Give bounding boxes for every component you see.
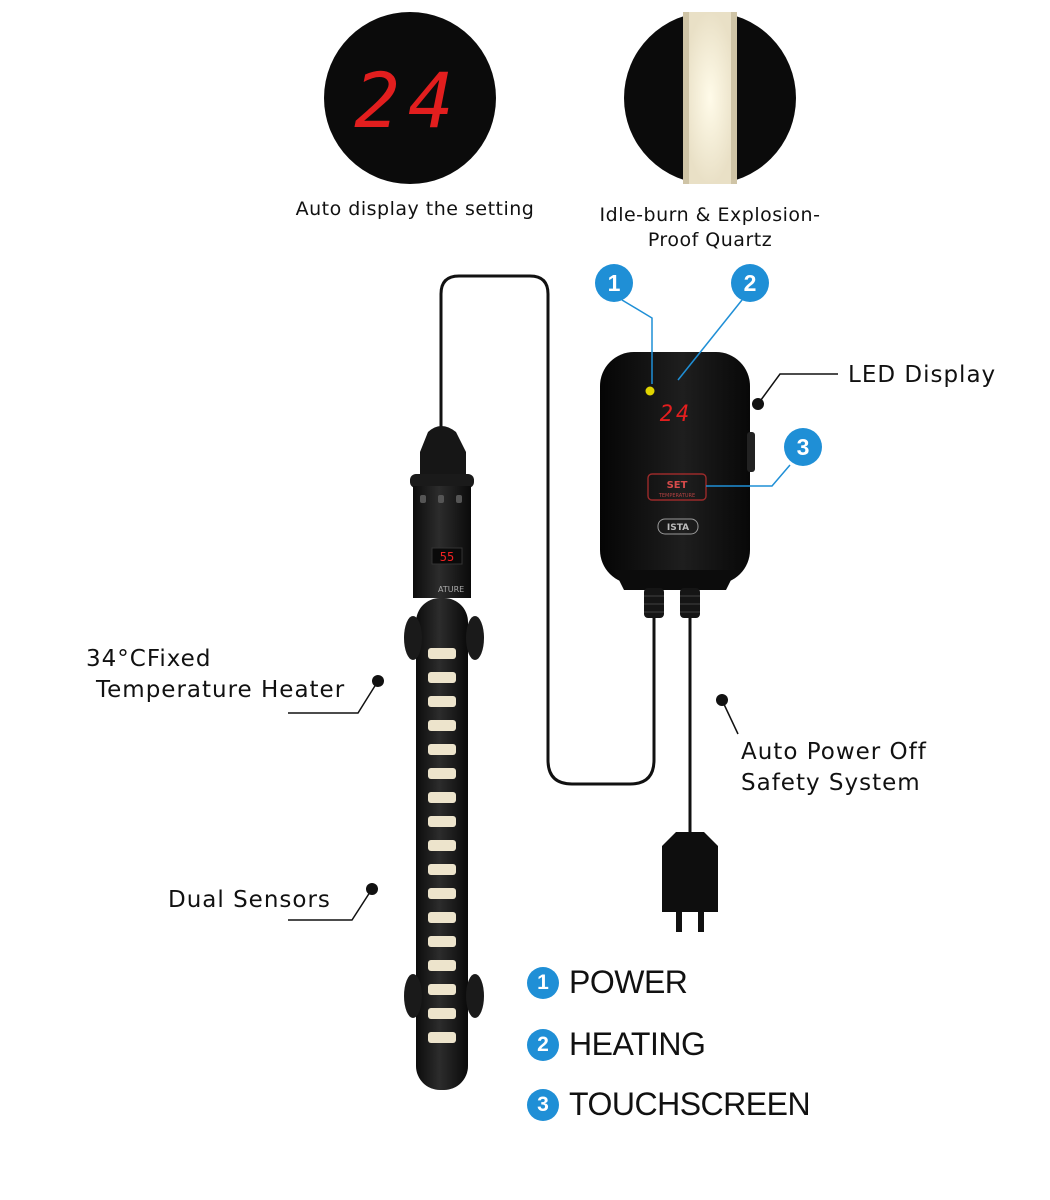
auto-power-off-label: Auto Power Off Safety System [741,737,927,799]
auto-power-off-dot [716,694,728,706]
dual-sensors-dot [366,883,378,895]
controller: 24 SET TEMPERATURE ISTA [600,352,755,618]
power-plug [662,832,718,932]
heater: 55 ATURE [404,426,484,1090]
fixed-heater-line1: 34°CFixed [86,646,212,672]
controller-display: 24 [660,402,693,427]
legend-item-power: 1 POWER [527,964,688,1001]
fixed-heater-leader [288,680,379,714]
dual-sensors-label: Dual Sensors [168,887,331,913]
heater-cord [439,274,656,786]
marker-2: 2 [731,264,769,302]
marker-3: 3 [784,428,822,466]
marker-1-leader [621,299,653,384]
legend-label: HEATING [569,1026,706,1062]
led-display-label: LED Display [848,362,997,388]
legend-item-touchscreen: 3 TOUCHSCREEN [527,1086,811,1123]
set-label: SET [667,480,688,491]
quartz-magnifier [624,12,796,184]
set-sublabel: TEMPERATURE [658,493,695,499]
marker-1: 1 [595,264,633,302]
led-display-dot [752,398,764,410]
marker-3-leader [706,464,791,487]
dual-sensors-leader [288,888,373,921]
auto-power-off-leader [721,699,739,735]
legend-label: POWER [569,964,688,1000]
quartz-caption-line2: Proof Quartz [647,229,773,251]
marker-2-leader [677,299,743,381]
svg-text:3: 3 [797,434,810,460]
display-caption: Auto display the setting [295,198,535,220]
svg-text:2: 2 [744,270,757,296]
led-display-leader [757,373,838,405]
svg-text:1: 1 [608,270,621,296]
legend-number: 1 [527,966,559,999]
legend-label: TOUCHSCREEN [569,1086,811,1122]
legend-number: 2 [527,1028,559,1061]
heater-mini-display: 55 [440,550,454,564]
legend-number: 3 [527,1088,559,1121]
auto-power-off-line2: Safety System [741,770,921,796]
heater-side-text: ATURE [438,585,464,594]
fixed-heater-line2: Temperature Heater [96,677,346,703]
quartz-caption: Idle-burn & Explosion- Proof Quartz [560,203,860,253]
fixed-heater-label: 34°CFixed Temperature Heater [86,644,345,706]
fixed-heater-dot [372,675,384,687]
display-magnifier: 24 [324,12,496,184]
brand-logo: ISTA [667,523,689,533]
quartz-caption-line1: Idle-burn & Explosion- [599,204,821,226]
magnified-display-digits: 24 [354,56,462,145]
power-led [645,386,655,396]
legend-item-heating: 2 HEATING [527,1026,706,1063]
auto-power-off-line1: Auto Power Off [741,739,927,765]
